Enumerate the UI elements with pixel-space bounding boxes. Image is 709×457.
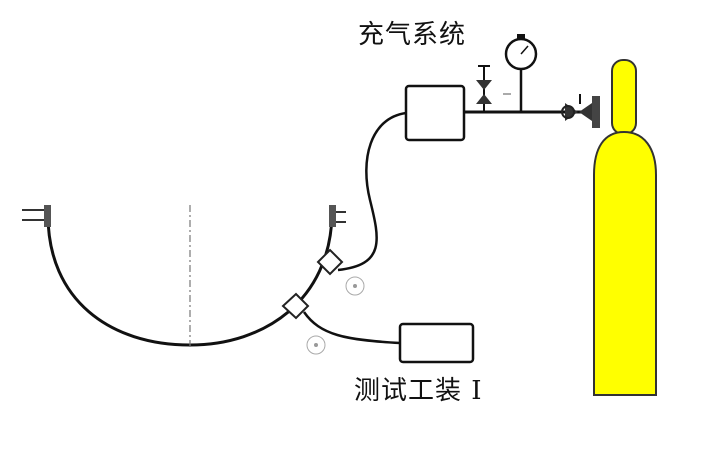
hemispherical-vessel [22,205,346,347]
charging-system-label: 充气系统 [358,20,467,50]
charging-hose [337,111,407,272]
gas-cylinder [593,59,657,396]
cylinder-valve-icon [561,94,600,128]
charging-valve-icon [476,65,492,112]
test-hose [302,311,401,345]
test-fixture-box [398,322,475,364]
pressure-gauge-icon [503,34,538,112]
lower-fitting [281,292,326,355]
charging-control-box [404,84,466,142]
upper-fitting [316,248,365,296]
test-fixture-label: 测试工装 I [354,376,483,406]
